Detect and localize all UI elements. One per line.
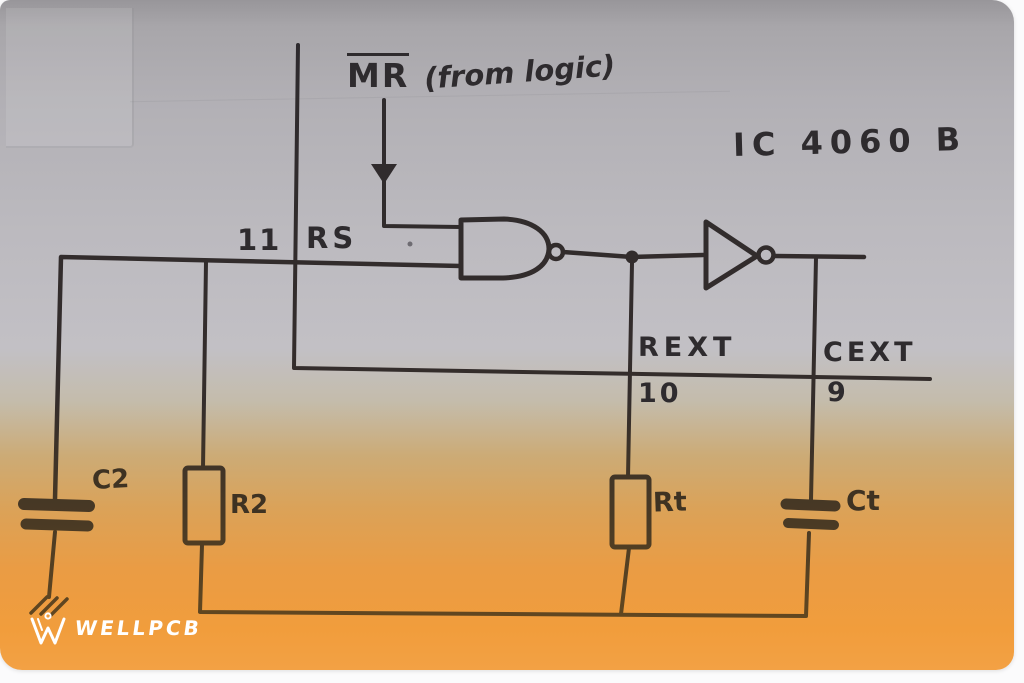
capacitor-ct-plate-bottom	[783, 518, 839, 530]
mr-signal-label: MR	[347, 53, 410, 92]
mr-wire	[382, 98, 463, 229]
pin-label-cext: CEXT	[823, 337, 917, 368]
brand-watermark: WELLPCB	[28, 609, 204, 647]
component-label-rt: Rt	[652, 486, 688, 519]
r2-wire-top	[201, 260, 208, 470]
pen-dot	[407, 241, 413, 247]
rs-pin-wire	[292, 43, 932, 381]
pin-number-9: 9	[827, 377, 846, 408]
c2-wire-bottom	[47, 530, 57, 599]
ground-icon	[29, 595, 69, 617]
component-label-r2: R2	[230, 490, 269, 520]
nand-gate-icon	[458, 216, 552, 281]
rs-wire	[52, 254, 464, 502]
wellpcb-wordmark: WELLPCB	[73, 616, 204, 640]
component-label-ct: Ct	[846, 484, 880, 517]
component-label-c2: C2	[91, 464, 130, 496]
capacitor-c2-plate-top	[18, 498, 95, 512]
wellpcb-logo-icon	[30, 612, 66, 645]
resistor-rt	[609, 474, 652, 550]
capacitor-ct-plate-top	[780, 498, 841, 512]
capacitor-c2-plate-bottom	[20, 518, 94, 532]
ic-title: IC 4060 B	[732, 119, 968, 165]
pin-number-11: 11	[237, 223, 282, 257]
pin-number-10: 10	[638, 378, 682, 409]
rext-wire	[626, 261, 634, 479]
schematic-photo: MR (from logic) IC 4060 B 11 RS REXT 10 …	[0, 0, 1014, 670]
rt-wire-bottom	[619, 546, 631, 616]
junction-dot	[625, 250, 639, 264]
pin-label-rext: REXT	[638, 332, 737, 363]
pin-label-rs: RS	[306, 221, 358, 255]
bottom-bus-wire	[198, 531, 811, 618]
resistor-r2	[182, 465, 226, 546]
cext-wire	[809, 256, 818, 502]
mr-overline-text: MR	[347, 53, 410, 92]
arrow-down-icon	[371, 164, 397, 184]
inverter-icon	[703, 219, 760, 291]
inverter-bubble	[756, 245, 776, 265]
paper-crease	[6, 8, 134, 148]
inverter-output-wire	[772, 253, 867, 260]
circuit-drawing	[18, 43, 932, 618]
